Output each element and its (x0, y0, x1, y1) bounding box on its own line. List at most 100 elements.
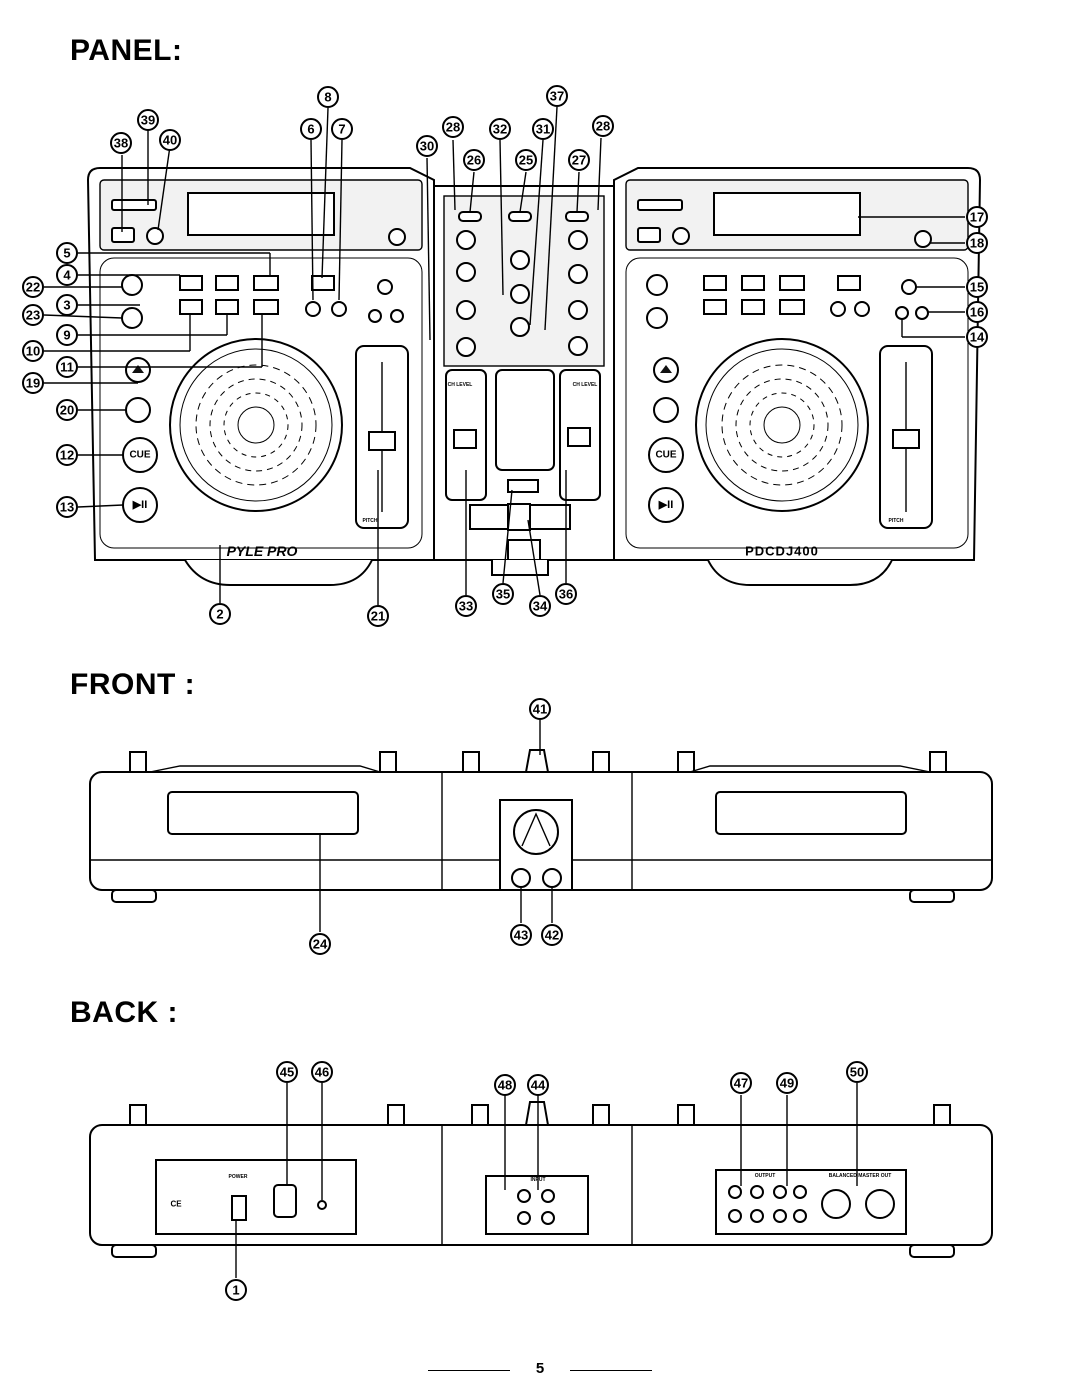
crossfader-knob[interactable] (507, 503, 531, 531)
svg-text:30: 30 (420, 139, 434, 154)
callout-19: 19 (22, 372, 44, 394)
svg-text:16: 16 (970, 305, 984, 320)
right-round-btn-b[interactable] (854, 301, 870, 317)
callout-34: 34 (529, 595, 551, 617)
front-right-cd-slot[interactable] (715, 791, 907, 835)
ch-level-left-label: CH LEVEL (448, 382, 473, 388)
right-tap-button[interactable] (914, 230, 932, 248)
left-pitch-minus[interactable] (390, 309, 404, 323)
left-tap-button[interactable] (388, 228, 406, 246)
svg-text:36: 36 (559, 587, 573, 602)
right-btn-c[interactable] (779, 275, 805, 291)
right-knob-small[interactable] (672, 227, 690, 245)
mixer-cue-switch[interactable] (507, 479, 539, 493)
left-jog-wheel[interactable] (169, 338, 343, 512)
right-btn-d[interactable] (703, 299, 727, 315)
left-reverse-button[interactable] (125, 397, 151, 423)
right-jog-wheel[interactable] (695, 338, 869, 512)
right-pitch-plus[interactable] (895, 306, 909, 320)
left-folder-knob[interactable] (121, 274, 143, 296)
back-ground-terminal[interactable] (317, 1200, 327, 1210)
right-disc-slot-indicator (637, 199, 683, 211)
front-knob-3 (462, 751, 480, 773)
callout-5: 5 (56, 242, 78, 264)
callout-47: 47 (730, 1072, 752, 1094)
back-xlr-left[interactable] (865, 1189, 895, 1219)
left-btn-c[interactable] (253, 275, 279, 291)
right-track-knob[interactable] (646, 307, 668, 329)
right-btn-e[interactable] (741, 299, 765, 315)
front-headphone-volume[interactable] (542, 868, 562, 888)
callout-33: 33 (455, 595, 477, 617)
mixer-switch-left[interactable] (458, 211, 482, 222)
left-play-pause-label: ▶II (132, 499, 148, 511)
front-left-cd-slot[interactable] (167, 791, 359, 835)
left-btn-a[interactable] (179, 275, 203, 291)
svg-text:10: 10 (26, 344, 40, 359)
callout-13: 13 (56, 496, 78, 518)
ch-level-right-fader[interactable] (567, 427, 591, 447)
right-folder-knob[interactable] (646, 274, 668, 296)
right-btn-a[interactable] (703, 275, 727, 291)
right-small-button[interactable] (637, 227, 661, 243)
callout-48: 48 (494, 1074, 516, 1096)
right-select-button[interactable] (837, 275, 861, 291)
left-round-btn-6[interactable] (305, 301, 321, 317)
svg-text:38: 38 (114, 136, 128, 151)
callout-38: 38 (110, 132, 132, 154)
callout-28a: 28 (442, 116, 464, 138)
back-xlr-right[interactable] (821, 1189, 851, 1219)
right-round-btn-a[interactable] (830, 301, 846, 317)
left-round-btn-7[interactable] (331, 301, 347, 317)
mixer-switch-center[interactable] (508, 211, 532, 222)
callout-23: 23 (22, 304, 44, 326)
front-left-top-plate (149, 765, 381, 773)
left-pitch-plus[interactable] (368, 309, 382, 323)
callout-43: 43 (510, 924, 532, 946)
left-btn-b[interactable] (215, 275, 239, 291)
ch-level-left-fader[interactable] (453, 429, 477, 449)
right-cue-button[interactable] (648, 437, 684, 473)
callout-22: 22 (22, 276, 44, 298)
left-btn-f[interactable] (253, 299, 279, 315)
back-input-jacks[interactable] (517, 1189, 555, 1225)
right-reverse-button[interactable] (653, 397, 679, 423)
mixer-front-cutout (507, 539, 541, 561)
page-number-rule-left (428, 1370, 510, 1371)
left-knob-small[interactable] (146, 227, 164, 245)
back-output-jacks[interactable] (728, 1185, 807, 1223)
page-number: 5 (535, 1360, 545, 1377)
leader-lines (43, 106, 965, 1278)
right-pitch-fader-knob[interactable] (892, 429, 920, 449)
left-btn-d[interactable] (179, 299, 203, 315)
right-pitch-minus[interactable] (915, 306, 929, 320)
left-track-knob[interactable] (121, 307, 143, 329)
svg-text:23: 23 (26, 308, 40, 323)
right-btn-b[interactable] (741, 275, 765, 291)
mixer-eq-knobs[interactable] (456, 230, 588, 357)
callout-15: 15 (966, 276, 988, 298)
back-power-switch[interactable] (231, 1195, 247, 1221)
svg-text:25: 25 (519, 153, 533, 168)
left-pitch-fader-knob[interactable] (368, 431, 396, 451)
back-ac-inlet[interactable] (273, 1184, 297, 1218)
left-round-btn-top[interactable] (377, 279, 393, 295)
left-small-button[interactable] (111, 227, 135, 243)
left-select-button[interactable] (311, 275, 335, 291)
right-jog-ring (705, 348, 859, 502)
callout-46: 46 (311, 1061, 333, 1083)
svg-text:8: 8 (324, 90, 331, 105)
right-btn-f[interactable] (779, 299, 805, 315)
right-round-btn-top[interactable] (901, 279, 917, 295)
right-play-pause-button[interactable] (648, 487, 684, 523)
left-btn-e[interactable] (215, 299, 239, 315)
svg-text:6: 6 (307, 122, 314, 137)
svg-text:42: 42 (545, 928, 559, 943)
callout-17: 17 (966, 206, 988, 228)
back-output-label: OUTPUT (755, 1173, 776, 1179)
front-crossfader-knob[interactable] (524, 749, 550, 773)
front-headphone-jack[interactable] (511, 868, 531, 888)
mixer-switch-right[interactable] (565, 211, 589, 222)
callout-37: 37 (546, 85, 568, 107)
svg-text:21: 21 (371, 609, 385, 624)
